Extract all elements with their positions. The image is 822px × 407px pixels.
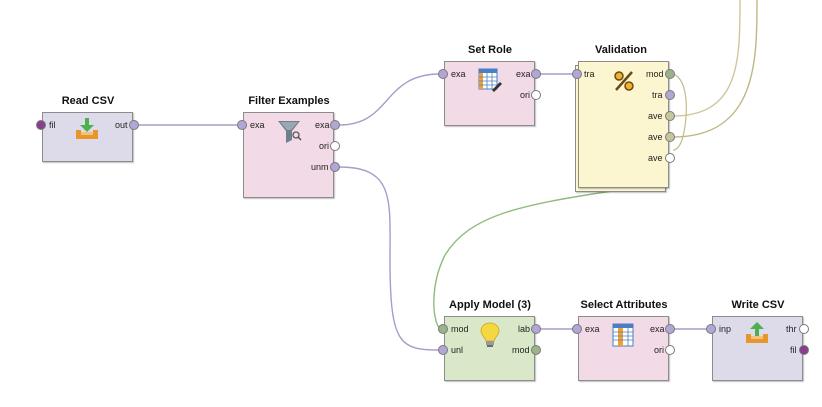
port-label: ave [648, 111, 663, 121]
port-label: exa [516, 69, 531, 79]
port-label: unl [451, 345, 464, 355]
operator-filter-examples[interactable]: Filter Examples exa exa ori unm [237, 95, 340, 199]
port-label: exa [250, 120, 265, 130]
operator-apply-model[interactable]: Apply Model (3) mod unl lab mod [438, 299, 541, 382]
port-output-out[interactable] [129, 120, 139, 130]
wire-validation-model-to-applymodel[interactable] [433, 190, 613, 330]
operator-write-csv[interactable]: Write CSV inp thr fil [706, 299, 809, 382]
port-label: fil [49, 120, 56, 130]
operator-title: Filter Examples [248, 95, 330, 107]
port-output-ave[interactable] [665, 111, 675, 121]
operator-select-attributes[interactable]: Select Attributes exa exa ori [572, 299, 675, 382]
port-output-exa[interactable] [665, 324, 675, 334]
port-input-inp[interactable] [706, 324, 716, 334]
table-edit-icon [478, 68, 502, 92]
port-label: ori [520, 90, 531, 100]
port-label: mod [646, 69, 664, 79]
port-output-ori[interactable] [531, 90, 541, 100]
wire-validation-mod-to-result[interactable] [672, 73, 687, 151]
port-input-fil[interactable] [36, 120, 46, 130]
port-output-exa[interactable] [531, 69, 541, 79]
port-label: fil [790, 345, 797, 355]
operator-set-role[interactable]: Set Role exa exa ori [438, 44, 541, 127]
port-label: ori [319, 141, 330, 151]
port-output-thr[interactable] [799, 324, 809, 334]
wire-validation-ave2-to-result[interactable] [672, 0, 758, 138]
download-icon [74, 117, 100, 143]
port-input-tra[interactable] [572, 69, 582, 79]
operator-title: Read CSV [61, 95, 115, 107]
lightbulb-icon [480, 322, 500, 348]
port-label: exa [451, 69, 466, 79]
port-output-ori[interactable] [665, 345, 675, 355]
port-output-ave[interactable] [665, 153, 675, 163]
percent-icon [613, 70, 635, 92]
port-input-exa[interactable] [572, 324, 582, 334]
port-output-fil[interactable] [799, 345, 809, 355]
operator-title: Validation [595, 44, 647, 56]
operator-read-csv[interactable]: Read CSV fil out [36, 95, 139, 163]
funnel-icon [276, 118, 302, 144]
port-output-tra[interactable] [665, 90, 675, 100]
port-label: out [115, 120, 128, 130]
port-label: mod [451, 324, 469, 334]
port-output-exa[interactable] [330, 120, 340, 130]
port-label: unm [311, 162, 329, 172]
port-label: inp [719, 324, 732, 334]
port-label: exa [585, 324, 600, 334]
port-label: tra [652, 90, 663, 100]
operator-title: Apply Model (3) [449, 299, 531, 311]
operator-title: Set Role [467, 44, 512, 56]
port-output-ori[interactable] [330, 141, 340, 151]
operator-title: Write CSV [731, 299, 785, 311]
port-output-mod[interactable] [531, 345, 541, 355]
port-label: mod [512, 345, 530, 355]
wire-filter-to-setrole[interactable] [338, 73, 441, 126]
wire-filter-unm-to-applymodel[interactable] [338, 166, 441, 351]
wire-validation-ave1-to-result[interactable] [672, 0, 741, 117]
port-input-unl[interactable] [438, 345, 448, 355]
port-label: ave [648, 132, 663, 142]
port-output-unm[interactable] [330, 162, 340, 172]
operator-validation[interactable]: Validation tra mod tra ave ave ave [572, 44, 675, 194]
port-label: ori [654, 345, 665, 355]
port-input-exa[interactable] [237, 120, 247, 130]
port-label: exa [315, 120, 330, 130]
port-output-mod[interactable] [665, 69, 675, 79]
upload-icon [744, 321, 770, 347]
port-label: exa [650, 324, 665, 334]
operator-title: Select Attributes [580, 299, 668, 311]
port-label: ave [648, 153, 663, 163]
table-columns-icon [612, 323, 634, 347]
port-input-mod[interactable] [438, 324, 448, 334]
port-label: tra [584, 69, 595, 79]
port-input-exa[interactable] [438, 69, 448, 79]
port-label: lab [518, 324, 531, 334]
port-output-lab[interactable] [531, 324, 541, 334]
port-label: thr [786, 324, 797, 334]
port-output-ave[interactable] [665, 132, 675, 142]
